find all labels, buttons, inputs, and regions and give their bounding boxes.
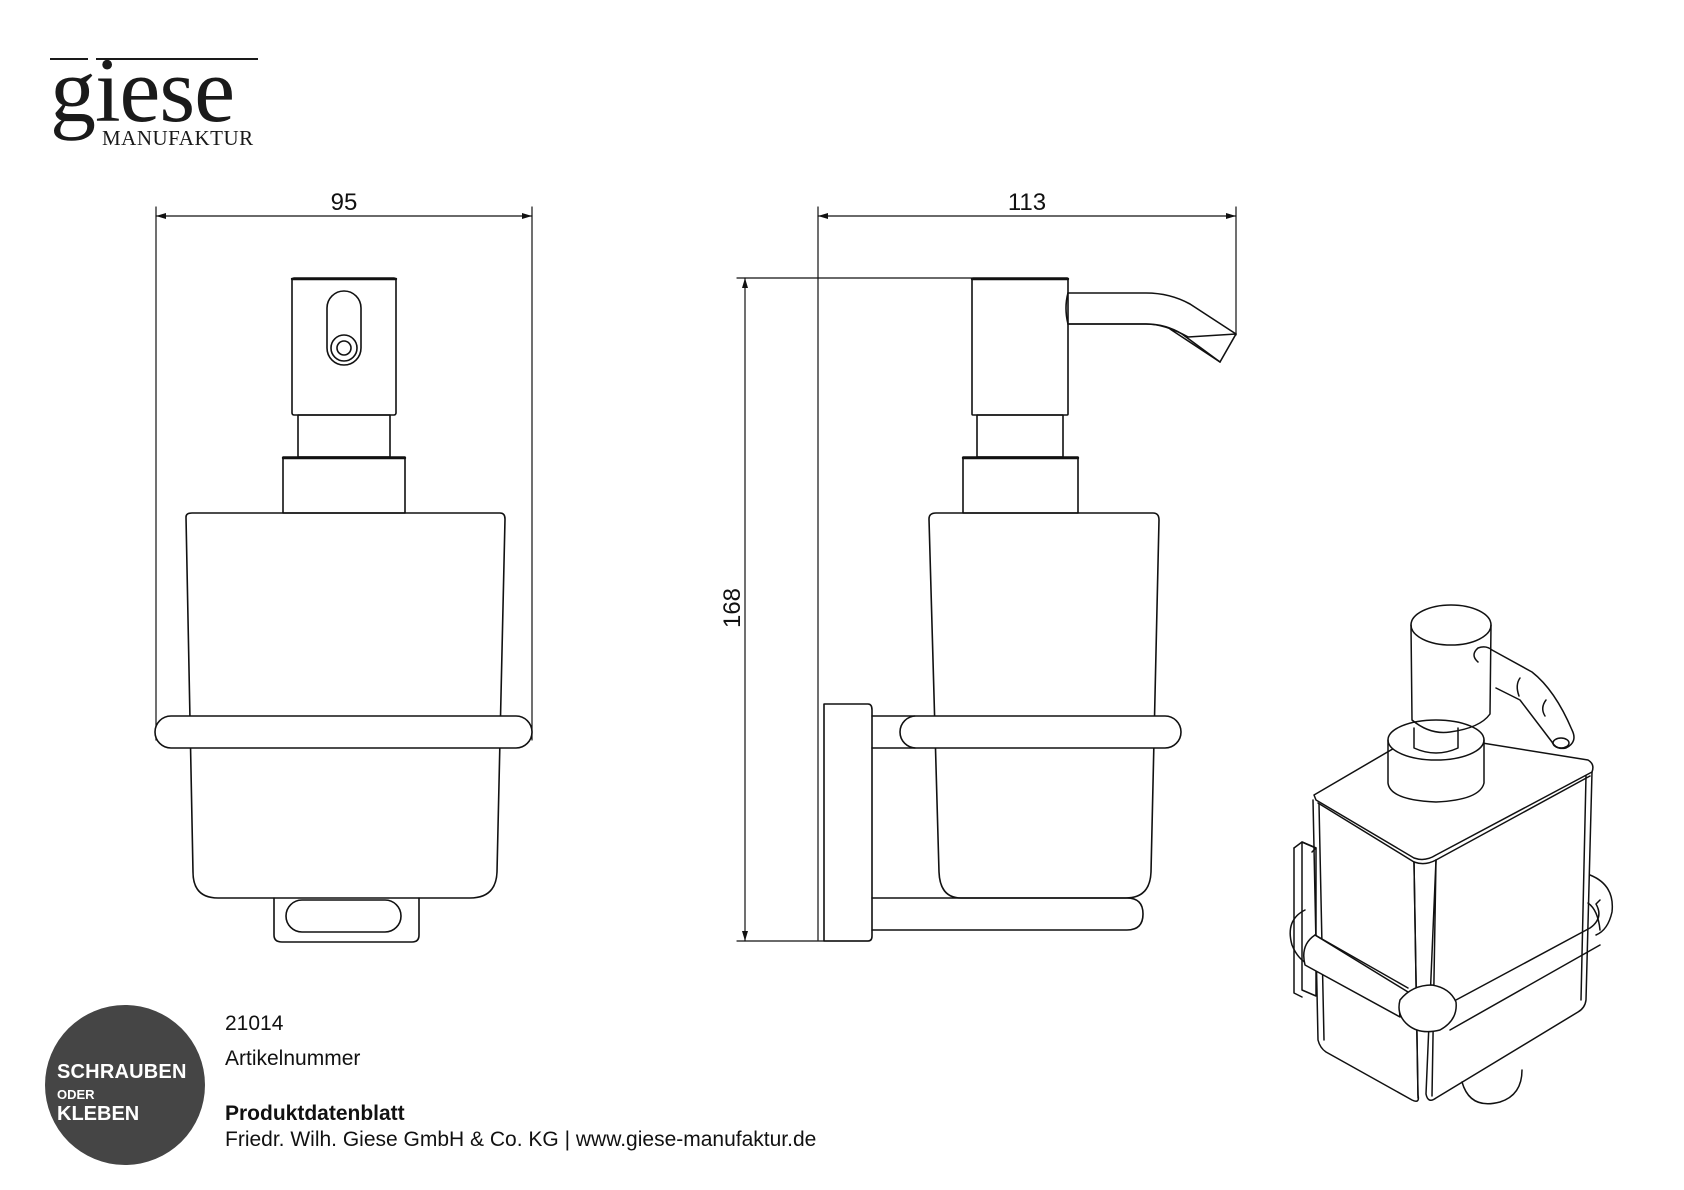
dimension-depth bbox=[817, 206, 1237, 941]
dimension-height bbox=[736, 277, 973, 942]
badge-line-glue: KLEBEN bbox=[57, 1103, 140, 1125]
article-number-label: Artikelnummer bbox=[225, 1047, 361, 1070]
front-view: 95 bbox=[154, 189, 533, 943]
badge-line-screws: SCHRAUBEN bbox=[57, 1061, 187, 1083]
logo-wordmark: giese bbox=[50, 39, 235, 141]
side-view: 113 168 bbox=[719, 189, 1237, 942]
dimension-width-label: 95 bbox=[331, 189, 358, 216]
dimension-width bbox=[155, 206, 533, 741]
logo-subtitle: MANUFAKTUR bbox=[102, 126, 254, 150]
dimension-depth-label: 113 bbox=[1008, 189, 1046, 216]
company-footer: Friedr. Wilh. Giese GmbH & Co. KG | www.… bbox=[225, 1128, 817, 1151]
logo-rule-left bbox=[50, 58, 88, 60]
giese-logo: giese MANUFAKTUR bbox=[50, 44, 260, 150]
article-number: 21014 bbox=[225, 1012, 284, 1035]
isometric-view bbox=[1289, 604, 1614, 1105]
document-title: Produktdatenblatt bbox=[225, 1102, 405, 1125]
mounting-badge: SCHRAUBEN ODER KLEBEN bbox=[45, 1005, 205, 1165]
dimension-height-label: 168 bbox=[719, 588, 746, 628]
badge-line-or: ODER bbox=[57, 1087, 95, 1102]
logo-rule-right bbox=[96, 58, 258, 60]
